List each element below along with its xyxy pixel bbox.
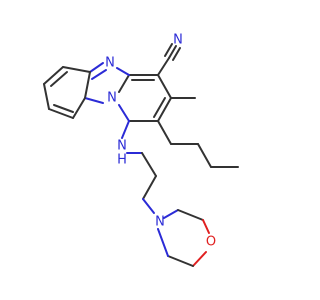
bond (50, 71, 68, 87)
bond (116, 67, 130, 76)
butyl-chain (157, 120, 239, 168)
bond (172, 47, 181, 61)
molecule-canvas: N N N H N N O (43, 33, 239, 267)
bond (168, 45, 177, 59)
bond (163, 209, 179, 219)
bond (91, 69, 107, 80)
bridgehead-nitrogen-label: N (107, 91, 117, 106)
bond (167, 255, 194, 267)
amine-nitrogen-label: N (117, 139, 127, 154)
benzene-ring (43, 66, 91, 119)
pyridine-ring (118, 74, 172, 122)
molecule-structure: N N N H N N O (43, 33, 239, 267)
bond (197, 143, 212, 168)
bond (43, 66, 64, 85)
nitrile-nitrogen-label: N (173, 33, 183, 48)
bond (192, 251, 207, 267)
bond (157, 97, 172, 122)
bond (84, 97, 104, 104)
bond (72, 97, 86, 119)
bond (157, 57, 170, 76)
bond (141, 152, 157, 177)
bond (118, 74, 130, 93)
bond (157, 74, 172, 99)
bond (121, 120, 130, 139)
bond (157, 120, 172, 145)
morpholine-oxygen-label: O (206, 235, 216, 250)
bond (202, 219, 210, 234)
imidazole-ring (84, 62, 130, 104)
bond (118, 104, 130, 122)
bond (164, 43, 173, 57)
bond (142, 198, 155, 214)
morpholine-nitrogen-label: N (155, 215, 165, 230)
bond (84, 71, 91, 99)
amine-hydrogen-label: H (117, 153, 127, 168)
bond (157, 228, 169, 257)
nitrile-group (157, 43, 181, 76)
bond (62, 66, 91, 73)
imidazole-nitrogen-label: N (105, 56, 115, 71)
bond (177, 209, 204, 221)
bond (43, 83, 50, 110)
bond (48, 108, 74, 119)
bond (53, 104, 74, 113)
bond (153, 97, 166, 118)
aminoethyl-linker (121, 120, 157, 214)
bond (89, 62, 104, 73)
morpholine-ring (157, 209, 210, 267)
bond (142, 175, 157, 200)
